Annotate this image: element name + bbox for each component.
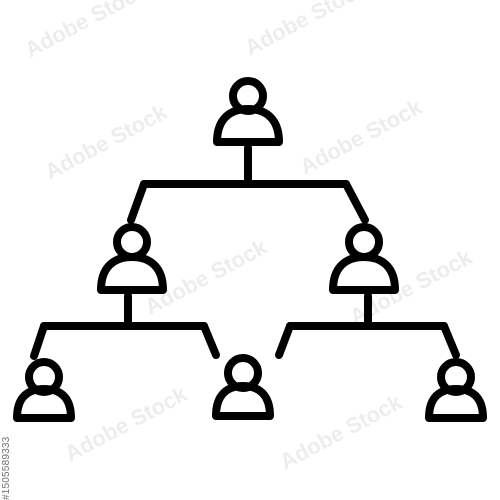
top-left-branch-line	[127, 180, 148, 224]
watermark-7: Adobe Stock	[61, 381, 192, 467]
watermark-3: Adobe Stock	[41, 99, 172, 185]
right-connector	[275, 292, 460, 359]
watermark-1: Adobe Stock	[21, 0, 152, 62]
watermark-2: Adobe Stock	[241, 0, 372, 60]
person-body	[425, 385, 487, 422]
person-body	[13, 385, 75, 422]
person-icon-bottom-right	[425, 358, 487, 422]
person-body	[212, 382, 274, 420]
person-icon-bottom-left	[13, 358, 75, 422]
person-body	[213, 105, 283, 146]
person-head	[113, 223, 151, 261]
person-icon-top	[213, 77, 283, 146]
watermark-8: Adobe Stock	[276, 389, 407, 475]
person-body	[97, 253, 167, 294]
left-left-branch-line	[30, 322, 48, 360]
top-connector	[127, 144, 369, 224]
left-right-branch-line	[200, 322, 220, 359]
person-head	[345, 223, 383, 261]
left-connector	[30, 292, 220, 360]
stock-id-text: #1505589333	[1, 436, 12, 500]
top-right-branch-line	[342, 180, 369, 224]
watermark-4: Adobe Stock	[296, 94, 427, 180]
right-left-branch-line	[275, 322, 294, 359]
person-icon-middle-left	[97, 223, 167, 294]
person-icon-bottom-center	[212, 354, 274, 420]
watermark-layer: Adobe Stock Adobe Stock Adobe Stock Adob…	[21, 0, 477, 474]
person-body	[329, 253, 399, 294]
right-right-branch-line	[440, 322, 460, 359]
person-icon-middle-right	[329, 223, 399, 294]
line-art	[13, 77, 487, 422]
